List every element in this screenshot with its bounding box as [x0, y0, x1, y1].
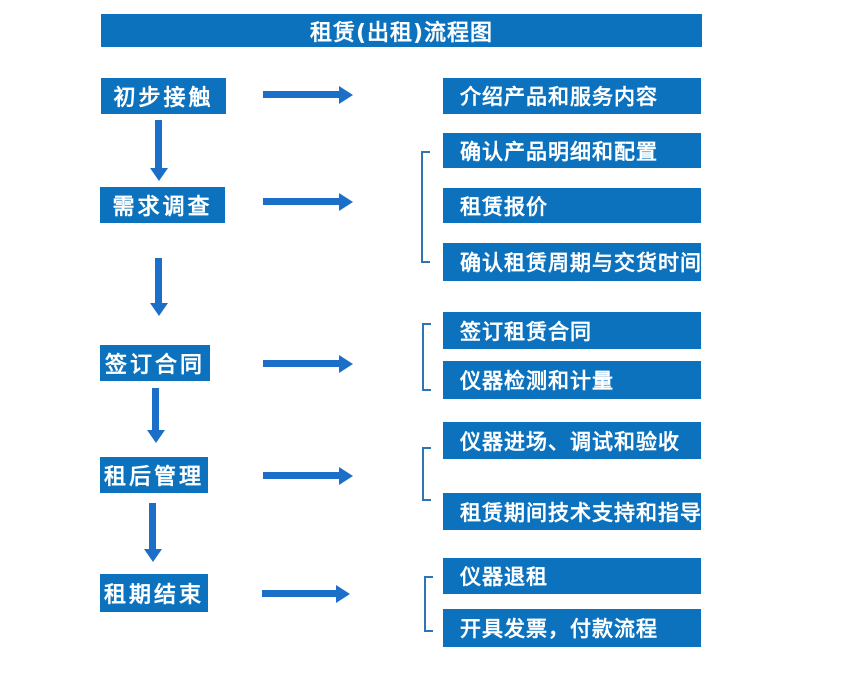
- arrow-right-icon: [263, 91, 339, 98]
- step-post-rental-management: 租后管理: [100, 457, 208, 493]
- group-bracket-icon: [422, 447, 431, 501]
- arrow-down-icon: [155, 258, 162, 303]
- step-demand-survey: 需求调查: [100, 187, 225, 223]
- step-initial-contact: 初步接触: [101, 78, 226, 114]
- detail-rental-period-tech-support: 租赁期间技术支持和指导: [443, 493, 701, 530]
- group-bracket-icon: [424, 576, 433, 632]
- group-bracket-icon: [421, 151, 430, 263]
- detail-instrument-testing-metering: 仪器检测和计量: [443, 361, 701, 399]
- arrow-right-icon: [263, 472, 339, 479]
- detail-instrument-return: 仪器退租: [443, 558, 701, 594]
- step-lease-end: 租期结束: [100, 574, 208, 612]
- diagram-title: 租赁(出租)流程图: [101, 14, 702, 47]
- arrow-right-icon: [262, 590, 336, 597]
- detail-invoice-payment-process: 开具发票，付款流程: [443, 609, 701, 647]
- arrow-down-icon: [155, 120, 162, 168]
- detail-sign-rental-contract: 签订租赁合同: [443, 312, 701, 349]
- group-bracket-icon: [422, 323, 431, 391]
- arrow-down-icon: [152, 388, 159, 430]
- detail-introduce-products-services: 介绍产品和服务内容: [443, 78, 701, 114]
- arrow-down-icon: [149, 503, 156, 549]
- arrow-right-icon: [263, 360, 339, 367]
- detail-confirm-rental-period-delivery: 确认租赁周期与交货时间: [443, 243, 701, 281]
- step-sign-contract: 签订合同: [100, 345, 210, 381]
- detail-confirm-product-details-config: 确认产品明细和配置: [443, 133, 701, 168]
- detail-instrument-entry-debug-acceptance: 仪器进场、调试和验收: [443, 422, 701, 459]
- detail-rental-quote: 租赁报价: [443, 188, 701, 223]
- arrow-right-icon: [263, 198, 339, 205]
